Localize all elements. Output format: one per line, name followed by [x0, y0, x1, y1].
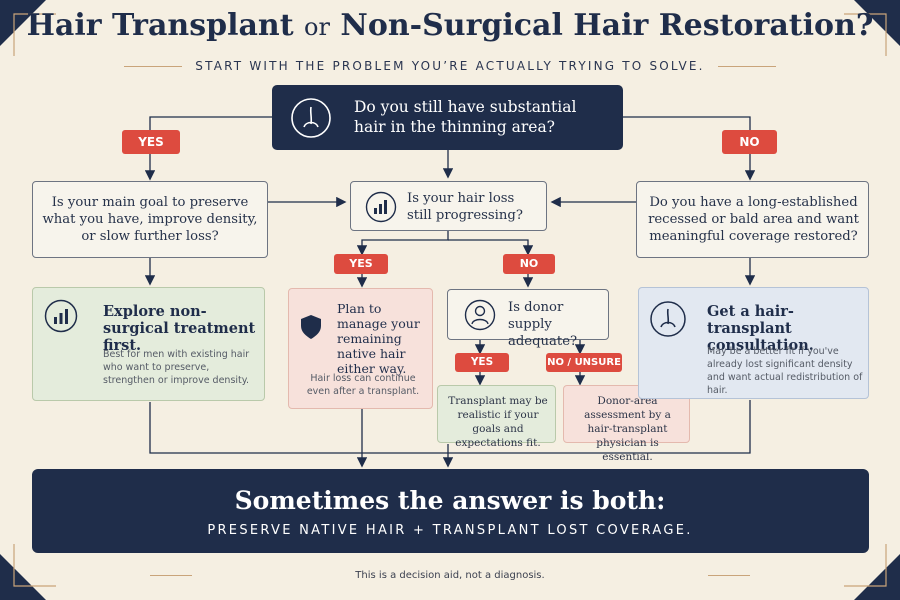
center-question-box: Is your hair loss still progressing?	[350, 181, 547, 231]
conclusion-title: Sometimes the answer is both:	[234, 486, 666, 515]
hair-follicle-icon	[649, 300, 687, 342]
page-title: Hair Transplant or Non-Surgical Hair Res…	[26, 8, 874, 43]
consultation-heading: Get a hair-transplant consultation.	[707, 303, 814, 354]
subtitle-rule-right	[718, 66, 776, 67]
consultation-note: May be a better fit if you've already lo…	[707, 346, 863, 396]
footer-rule-left	[150, 575, 192, 576]
donor-question-text: Is donor supply adequate?	[508, 300, 578, 349]
plan-manage-note: Hair loss can continue even after a tran…	[306, 373, 420, 397]
page-subtitle: START WITH THE PROBLEM YOU’RE ACTUALLY T…	[195, 59, 705, 73]
shield-icon	[299, 314, 323, 344]
bar-chart-icon	[44, 299, 78, 337]
top-question-text: Do you still have substantial hair in th…	[354, 98, 577, 136]
no-badge-top: NO	[722, 130, 777, 154]
donor-assessment-text: Donor-area assessment by a hair-transpla…	[584, 395, 671, 463]
donor-question-box: Is donor supply adequate?	[447, 289, 609, 349]
transplant-realistic-box: Transplant may be realistic if your goal…	[437, 385, 556, 449]
yes-badge-top: YES	[122, 130, 180, 154]
yes-badge-donor: YES	[455, 353, 509, 372]
no-unsure-badge-donor: NO / UNSURE	[546, 353, 622, 372]
no-badge-center: NO	[503, 254, 555, 274]
plan-manage-heading: Plan to manage your remaining native hai…	[337, 301, 420, 376]
plan-manage-box: Plan to manage your remaining native hai…	[288, 288, 433, 409]
non-surgical-heading: Explore non-surgical treatment first.	[103, 303, 256, 354]
right-question-text: Do you have a long-established recessed …	[648, 195, 859, 244]
footer-disclaimer: This is a decision aid, not a diagnosis.	[355, 570, 545, 581]
person-icon	[464, 299, 496, 335]
non-surgical-note: Best for men with existing hair who want…	[103, 349, 250, 386]
conclusion-banner	[32, 469, 869, 553]
non-surgical-outcome-box: Explore non-surgical treatment first. Be…	[32, 287, 265, 401]
hair-follicle-icon	[290, 97, 332, 143]
left-question-text: Is your main goal to preserve what you h…	[42, 195, 258, 244]
consultation-outcome-box: Get a hair-transplant consultation. May …	[638, 287, 869, 399]
yes-badge-center: YES	[334, 254, 388, 274]
top-question-box: Do you still have substantial hair in th…	[272, 85, 623, 150]
conclusion-subtitle: PRESERVE NATIVE HAIR + TRANSPLANT LOST C…	[207, 523, 693, 538]
donor-assessment-box: Donor-area assessment by a hair-transpla…	[563, 385, 690, 463]
bar-chart-icon	[365, 191, 397, 227]
transplant-realistic-text: Transplant may be realistic if your goal…	[448, 395, 548, 449]
left-question-box: Is your main goal to preserve what you h…	[32, 181, 268, 258]
subtitle-rule-left	[124, 66, 182, 67]
center-question-text: Is your hair loss still progressing?	[407, 191, 523, 223]
right-question-box: Do you have a long-established recessed …	[636, 181, 869, 258]
footer-rule-right	[708, 575, 750, 576]
